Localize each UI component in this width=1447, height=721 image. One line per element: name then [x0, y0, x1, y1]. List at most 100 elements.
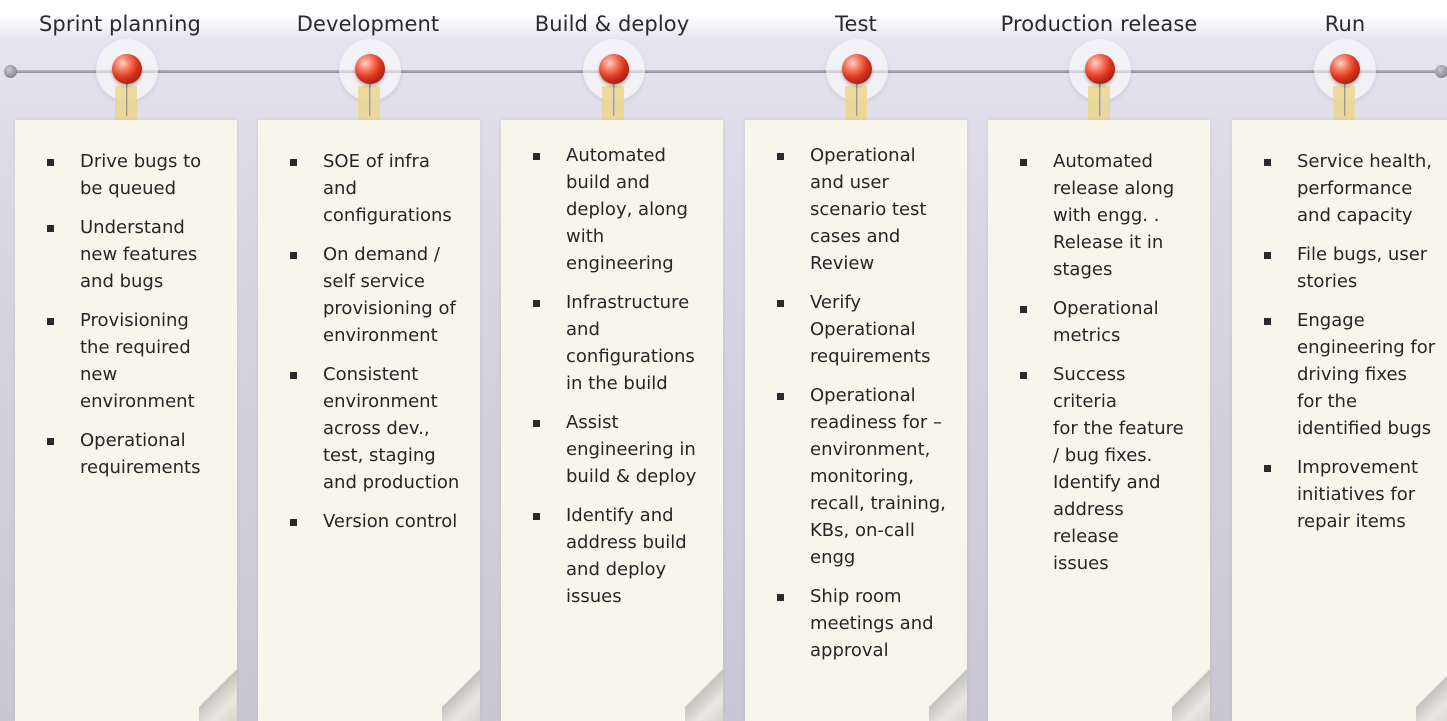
list-item-text: Ship room meetings and approval: [810, 586, 934, 661]
list-item-text: Improvement initiatives for repair items: [1297, 457, 1419, 532]
list-item-text: Operational metrics: [1053, 298, 1159, 346]
list-item: Ship room meetings and approval: [769, 583, 949, 664]
pushpin-icon: [1330, 54, 1360, 84]
pin-needle: [1099, 78, 1101, 116]
stage-title-test: Test: [835, 12, 877, 36]
bullet-icon: [290, 252, 297, 259]
bullet-icon: [533, 153, 540, 160]
bullet-icon: [777, 393, 784, 400]
card-list: Service health, performance and capacity…: [1256, 148, 1436, 547]
list-item: Understand new features and bugs: [39, 214, 219, 295]
list-item: Automated build and deploy, along with e…: [525, 142, 705, 277]
list-item: Verify Operational requirements: [769, 289, 949, 370]
pin-needle: [369, 78, 371, 116]
list-item: Identify and address build and deploy is…: [525, 502, 705, 610]
card-list: Operational and user scenario test cases…: [769, 142, 949, 676]
bullet-icon: [1020, 372, 1027, 379]
list-item-text: Version control: [323, 511, 458, 532]
list-item-text: Automated release along with engg. . Rel…: [1053, 151, 1175, 280]
list-item: File bugs, user stories: [1256, 241, 1436, 295]
pin-needle: [1344, 78, 1346, 116]
stage-title-sprint-planning: Sprint planning: [39, 12, 201, 36]
bullet-icon: [533, 513, 540, 520]
list-item-text: Understand new features and bugs: [80, 217, 198, 292]
bullet-icon: [47, 318, 54, 325]
list-item-text: Success criteria for the feature / bug f…: [1053, 364, 1184, 574]
list-item: Assist engineering in build & deploy: [525, 409, 705, 490]
list-item: Service health, performance and capacity: [1256, 148, 1436, 229]
card-list: Automated build and deploy, along with e…: [525, 142, 705, 622]
list-item-text: Consistent environment across dev., test…: [323, 364, 460, 493]
bullet-icon: [290, 159, 297, 166]
bullet-icon: [47, 438, 54, 445]
bullet-icon: [290, 372, 297, 379]
list-item: Automated release along with engg. . Rel…: [1012, 148, 1192, 283]
bullet-icon: [1264, 159, 1271, 166]
note-card-sprint-planning: Drive bugs to be queued Understand new f…: [15, 120, 237, 721]
pushpin-icon: [1085, 54, 1115, 84]
stage-title-run: Run: [1324, 12, 1366, 36]
bullet-icon: [777, 300, 784, 307]
list-item-text: Service health, performance and capacity: [1297, 151, 1432, 226]
list-item: Success criteria for the feature / bug f…: [1012, 361, 1192, 577]
bullet-icon: [1020, 306, 1027, 313]
pushpin-icon: [112, 54, 142, 84]
list-item: Engage engineering for driving fixes for…: [1256, 307, 1436, 442]
list-item: Consistent environment across dev., test…: [282, 361, 462, 496]
pin-needle: [613, 78, 615, 116]
list-item-text: Drive bugs to be queued: [80, 151, 202, 199]
timeline-start-cap: [4, 65, 17, 78]
timeline-line: [12, 70, 1442, 73]
note-card-run: Service health, performance and capacity…: [1232, 120, 1447, 721]
note-card-build-deploy: Automated build and deploy, along with e…: [501, 120, 723, 721]
list-item-text: Automated build and deploy, along with e…: [566, 145, 688, 274]
stage-title-build-deploy: Build & deploy: [534, 12, 690, 36]
bullet-icon: [290, 519, 297, 526]
stage-title-production-release: Production release: [1000, 12, 1198, 36]
list-item-text: Provisioning the required new environmen…: [80, 310, 195, 412]
pushpin-icon: [599, 54, 629, 84]
list-item: Provisioning the required new environmen…: [39, 307, 219, 415]
list-item-text: Engage engineering for driving fixes for…: [1297, 310, 1436, 439]
list-item: SOE of infra and configurations: [282, 148, 462, 229]
pin-needle: [126, 78, 128, 116]
pushpin-icon: [842, 54, 872, 84]
note-card-development: SOE of infra and configurations On deman…: [258, 120, 480, 721]
list-item-text: Operational readiness for – environment,…: [810, 385, 946, 568]
bullet-icon: [47, 225, 54, 232]
card-list: Drive bugs to be queued Understand new f…: [39, 148, 219, 493]
bullet-icon: [1020, 159, 1027, 166]
list-item: On demand / self service provisioning of…: [282, 241, 462, 349]
list-item-text: Operational and user scenario test cases…: [810, 145, 927, 274]
note-card-test: Operational and user scenario test cases…: [745, 120, 967, 721]
bullet-icon: [777, 594, 784, 601]
list-item: Operational readiness for – environment,…: [769, 382, 949, 571]
list-item-text: Assist engineering in build & deploy: [566, 412, 697, 487]
pushpin-icon: [355, 54, 385, 84]
list-item-text: Operational requirements: [80, 430, 201, 478]
list-item-text: On demand / self service provisioning of…: [323, 244, 456, 346]
card-list: Automated release along with engg. . Rel…: [1012, 148, 1192, 589]
pin-needle: [856, 78, 858, 116]
list-item-text: Identify and address build and deploy is…: [566, 505, 687, 607]
list-item: Operational metrics: [1012, 295, 1192, 349]
pushpin-test: [827, 40, 887, 134]
list-item: Operational requirements: [39, 427, 219, 481]
timeline-end-cap: [1435, 65, 1447, 78]
bullet-icon: [47, 159, 54, 166]
bullet-icon: [533, 420, 540, 427]
list-item-text: Infrastructure and configurations in the…: [566, 292, 695, 394]
bullet-icon: [777, 153, 784, 160]
list-item: Version control: [282, 508, 462, 535]
list-item-text: File bugs, user stories: [1297, 244, 1428, 292]
list-item: Drive bugs to be queued: [39, 148, 219, 202]
list-item: Improvement initiatives for repair items: [1256, 454, 1436, 535]
bullet-icon: [1264, 318, 1271, 325]
note-card-production-release: Automated release along with engg. . Rel…: [988, 120, 1210, 721]
bullet-icon: [1264, 465, 1271, 472]
bullet-icon: [533, 300, 540, 307]
bullet-icon: [1264, 252, 1271, 259]
stage-title-development: Development: [296, 12, 440, 36]
list-item-text: SOE of infra and configurations: [323, 151, 452, 226]
